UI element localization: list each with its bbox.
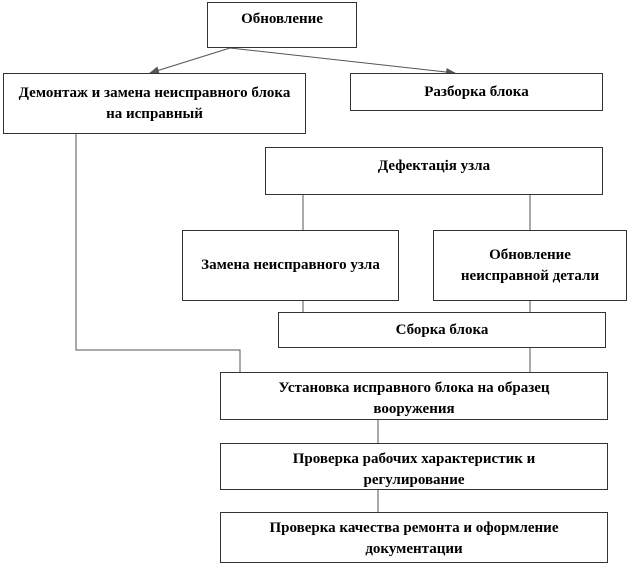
connector-dismount-to-install	[75, 134, 241, 372]
node-disassembly-label: Разборка блока	[424, 83, 529, 100]
node-dismount-replace-label: Демонтаж и замена неисправного блока на …	[18, 84, 291, 122]
node-check-characteristics-label: Проверка рабочих характеристик и регулир…	[292, 451, 536, 488]
node-renewal-label: Обновление	[241, 11, 323, 27]
node-check-characteristics: Проверка рабочих характеристик и регулир…	[220, 443, 608, 490]
node-install-block-label: Установка исправного блока на образец во…	[278, 380, 550, 417]
node-replace-unit: Замена неисправного узла	[182, 230, 399, 301]
node-install-block: Установка исправного блока на образец во…	[220, 372, 608, 420]
node-renew-part-label: Обновление неисправной детали	[460, 246, 600, 284]
node-assembly: Сборка блока	[278, 312, 606, 348]
arrow-renewal-to-dismount	[149, 47, 231, 75]
node-dismount-replace: Демонтаж и замена неисправного блока на …	[3, 73, 306, 134]
node-disassembly: Разборка блока	[350, 73, 603, 111]
arrow-renewal-to-disassembly	[229, 47, 456, 76]
node-quality-check-label: Проверка качества ремонта и оформление д…	[269, 520, 559, 557]
node-replace-unit-label: Замена неисправного узла	[201, 257, 380, 273]
node-quality-check: Проверка качества ремонта и оформление д…	[220, 512, 608, 563]
node-defect-detection: Дефектація узла	[265, 147, 603, 195]
node-defect-detection-label: Дефектація узла	[377, 158, 491, 174]
node-renewal: Обновление	[207, 2, 357, 48]
node-renew-part: Обновление неисправной детали	[433, 230, 627, 301]
node-assembly-label: Сборка блока	[395, 321, 489, 338]
